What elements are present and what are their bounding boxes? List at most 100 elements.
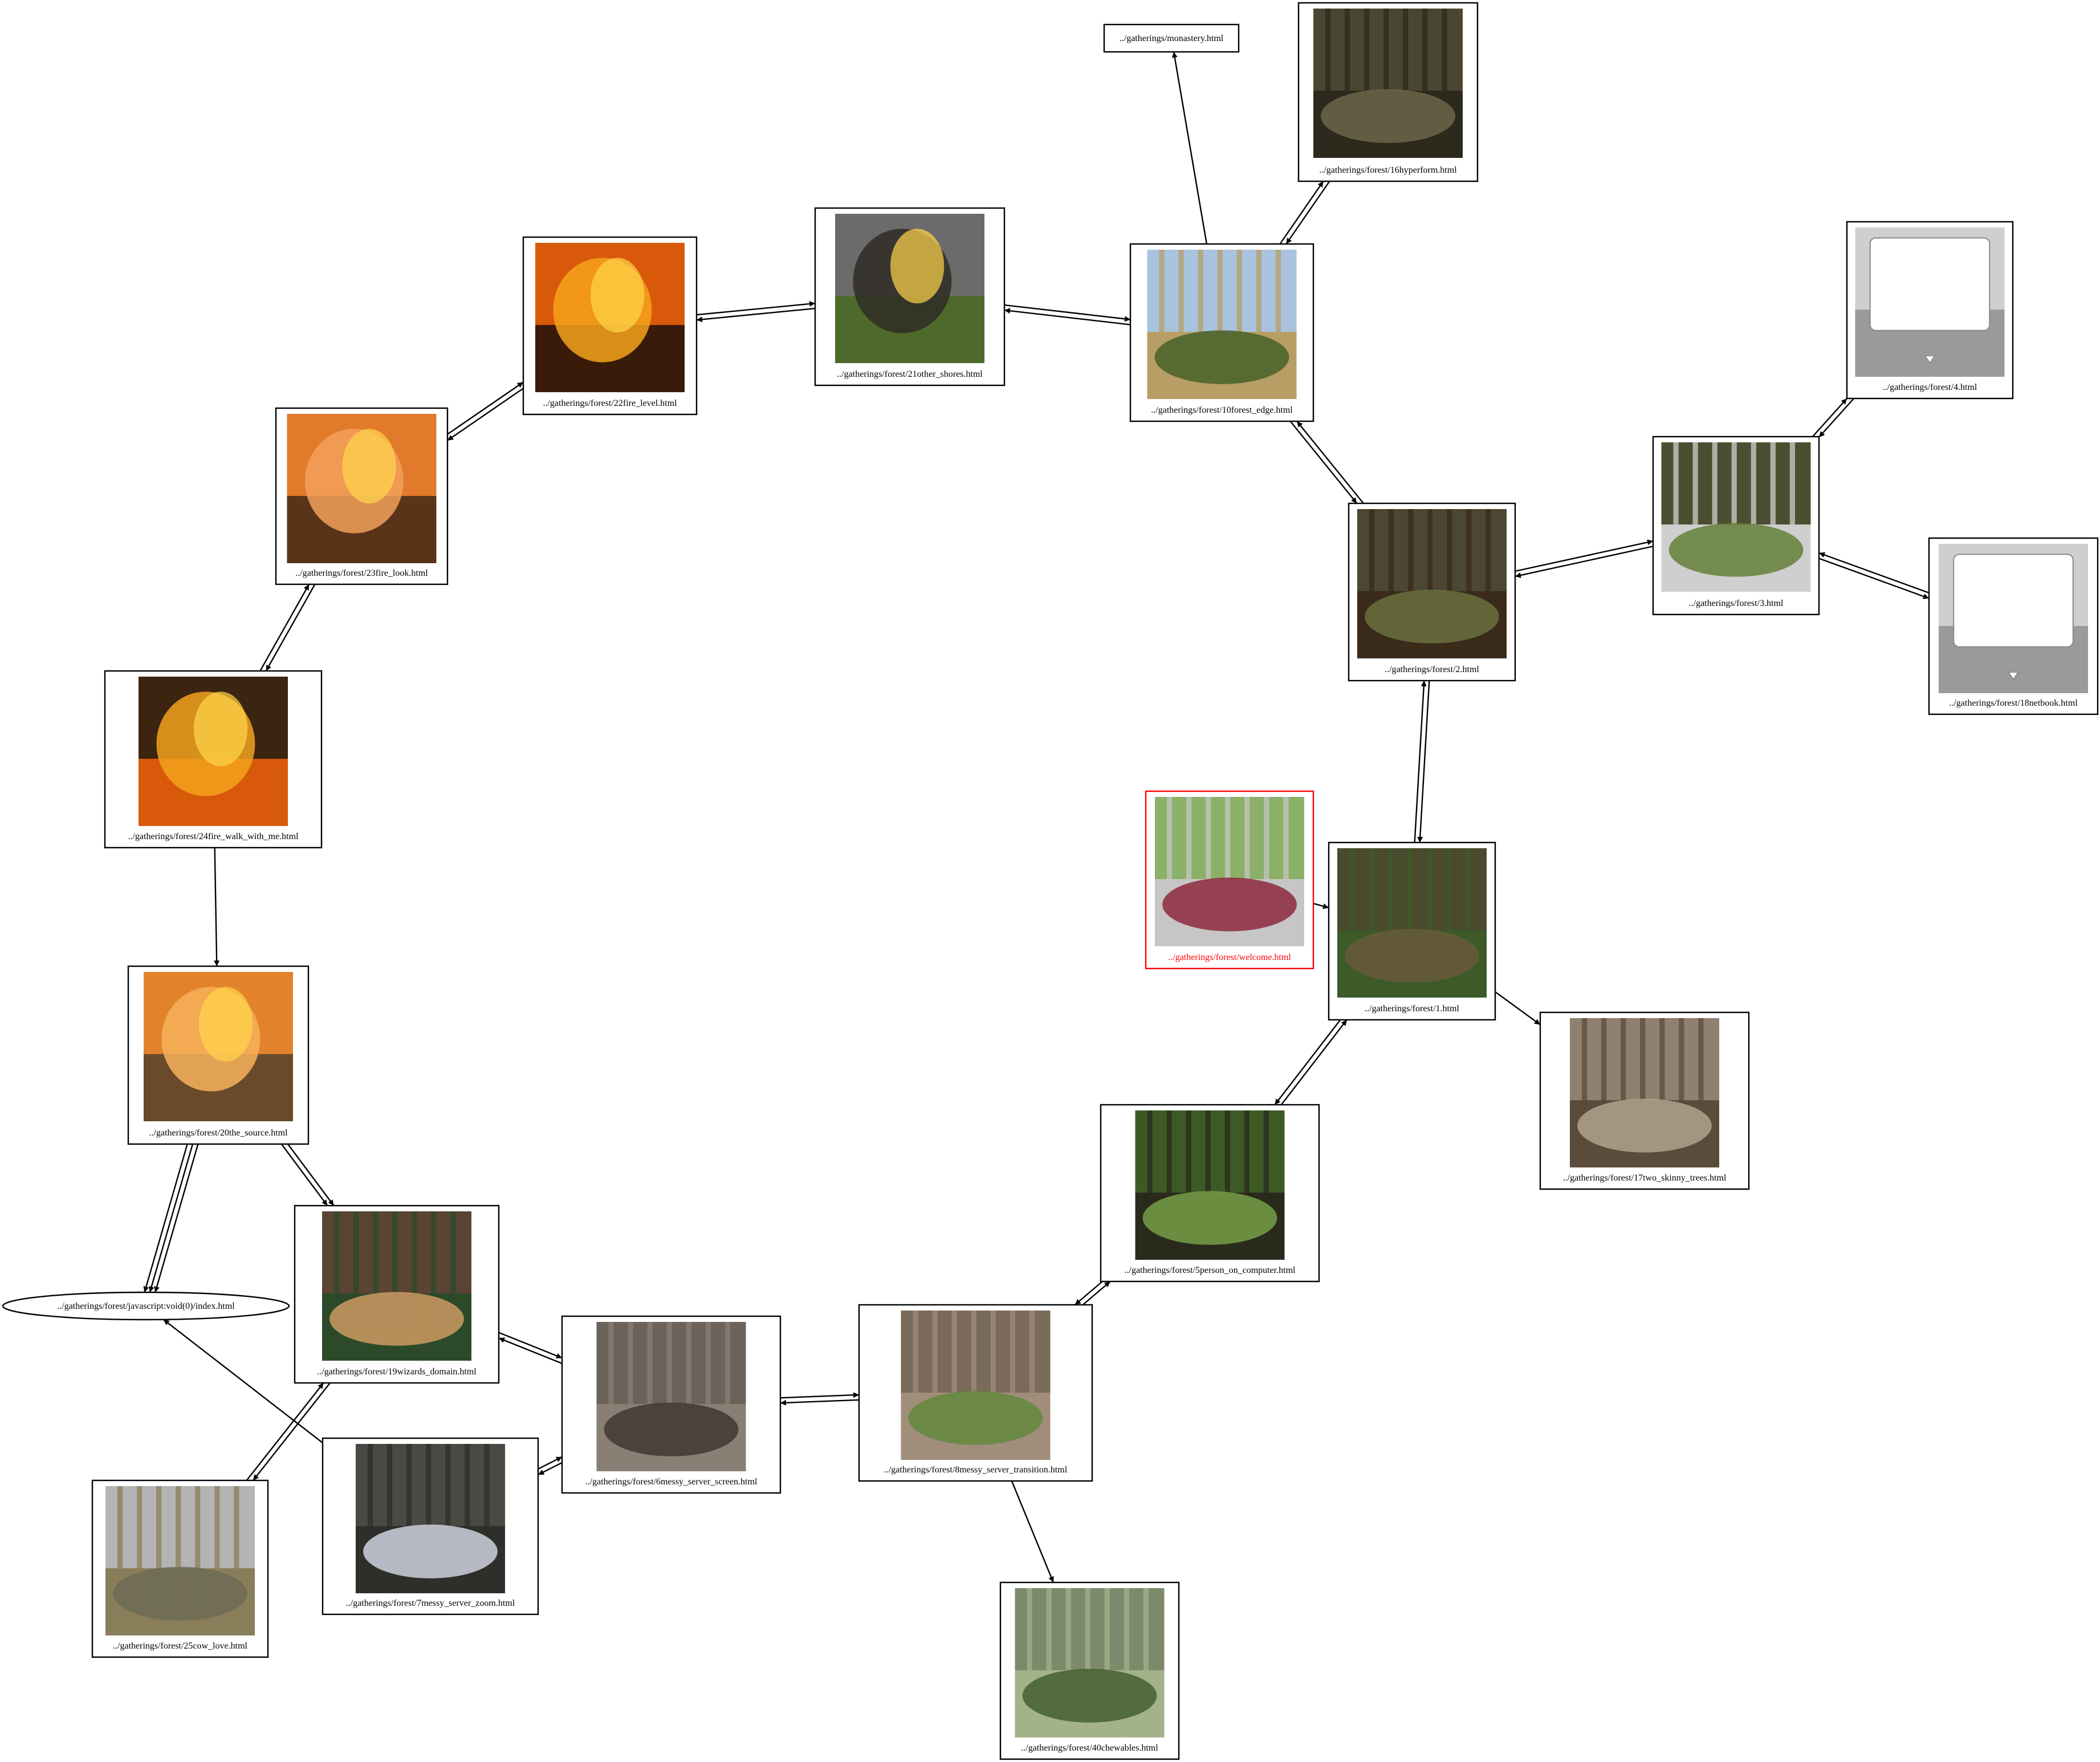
node-label: ../gatherings/forest/8messy_server_trans… <box>884 1465 1068 1475</box>
node-f4[interactable]: ../gatherings/forest/4.html <box>1846 221 2014 400</box>
green-mossy-woods-thumbnail <box>1015 1588 1165 1737</box>
edge-f10-to-f16 <box>1279 181 1324 245</box>
edge-f21-to-f10 <box>1004 304 1131 322</box>
edge-f6-to-f7 <box>538 1462 563 1476</box>
forest-tall-trees-thumbnail <box>1313 9 1463 158</box>
node-f40[interactable]: ../gatherings/forest/40chewables.html <box>999 1581 1180 1760</box>
node-f10[interactable]: ../gatherings/forest/10forest_edge.html <box>1129 243 1314 422</box>
edge-f6-to-f8 <box>780 1392 860 1399</box>
node-label: ../gatherings/forest/20the_source.html <box>149 1128 288 1138</box>
edge-f18-to-f3 <box>1818 552 1930 594</box>
edge-f22-to-f21 <box>696 301 816 316</box>
edge-f5-to-f8 <box>1074 1281 1103 1305</box>
edge-f20-to-js <box>143 1144 188 1293</box>
node-label: ../gatherings/forest/1.html <box>1365 1004 1459 1014</box>
forest-edge-field-thumbnail <box>1147 250 1297 399</box>
node-f21[interactable]: ../gatherings/forest/21other_shores.html <box>814 207 1006 386</box>
node-label: ../gatherings/forest/25cow_love.html <box>113 1641 248 1651</box>
edge-f24-to-f20 <box>214 847 220 967</box>
desk-with-computer-in-forest-thumbnail <box>1357 509 1507 658</box>
node-f25[interactable]: ../gatherings/forest/25cow_love.html <box>91 1479 269 1658</box>
node-f8[interactable]: ../gatherings/forest/8messy_server_trans… <box>858 1304 1093 1482</box>
node-label: ../gatherings/forest/2.html <box>1385 665 1479 674</box>
edge-f23-to-f24 <box>265 584 316 672</box>
node-label: ../gatherings/forest/23fire_look.html <box>295 568 428 578</box>
forest-floor-bench-thumbnail <box>1337 848 1487 998</box>
edge-f19-to-f6 <box>498 1332 563 1359</box>
node-f23[interactable]: ../gatherings/forest/23fire_look.html <box>275 407 449 585</box>
node-ellipse <box>2 1291 290 1321</box>
bare-winter-woods-thumbnail <box>1570 1018 1719 1167</box>
edge-f20-to-js <box>154 1144 199 1293</box>
node-label: ../gatherings/forest/21other_shores.html <box>837 369 983 379</box>
red-sign-by-road-thumbnail <box>1155 797 1304 946</box>
node-f22[interactable]: ../gatherings/forest/22fire_level.html <box>522 236 698 416</box>
node-label: ../gatherings/forest/19wizards_domain.ht… <box>317 1367 477 1377</box>
edge-f7-to-js <box>163 1319 323 1444</box>
node-label: ../gatherings/forest/6messy_server_scree… <box>585 1477 758 1487</box>
wildfire-smoke-hillside-thumbnail <box>835 214 984 363</box>
node-label: ../gatherings/forest/17two_skinny_trees.… <box>1563 1173 1727 1183</box>
node-label: ../gatherings/forest/3.html <box>1689 599 1784 608</box>
edge-f2-to-f10 <box>1296 421 1364 504</box>
node-label: ../gatherings/forest/16hyperform.html <box>1319 165 1457 175</box>
node-f20[interactable]: ../gatherings/forest/20the_source.html <box>127 965 310 1145</box>
node-label: ../gatherings/monastery.html <box>1120 34 1224 43</box>
edge-f20-to-f19 <box>280 1144 328 1206</box>
node-f16[interactable]: ../gatherings/forest/16hyperform.html <box>1297 2 1479 182</box>
edge-f4-to-f3 <box>1818 398 1855 438</box>
edge-f1-to-f17 <box>1495 991 1541 1026</box>
node-label: ../gatherings/forest/5person_on_computer… <box>1125 1265 1296 1275</box>
crt-monitor-screen-thumbnail <box>1939 544 2088 693</box>
node-f18[interactable]: ../gatherings/forest/18netbook.html <box>1928 537 2099 715</box>
node-label: ../gatherings/forest/18netbook.html <box>1949 698 2078 708</box>
edge-f6-to-f19 <box>498 1337 563 1365</box>
edge-f10-to-f21 <box>1004 308 1131 325</box>
node-f6[interactable]: ../gatherings/forest/6messy_server_scree… <box>561 1315 782 1494</box>
node-f17[interactable]: ../gatherings/forest/17two_skinny_trees.… <box>1539 1011 1750 1190</box>
edge-f3-to-f4 <box>1812 398 1847 437</box>
node-js[interactable]: ../gatherings/forest/javascript:void(0)/… <box>2 1291 290 1321</box>
node-f2[interactable]: ../gatherings/forest/2.html <box>1348 502 1516 682</box>
edge-f1-to-f5 <box>1274 1019 1341 1105</box>
edge-f8-to-f5 <box>1082 1281 1111 1305</box>
node-f5[interactable]: ../gatherings/forest/5person_on_computer… <box>1100 1104 1320 1283</box>
edge-f1-to-f2 <box>1414 680 1427 843</box>
edge-f19-to-f25 <box>253 1382 331 1481</box>
living-room-christmas-tree-thumbnail <box>322 1211 471 1361</box>
computers-on-mossy-stump-thumbnail <box>1661 442 1811 592</box>
monitor-in-server-room-thumbnail <box>356 1444 505 1593</box>
edge-f3-to-f18 <box>1818 558 1930 599</box>
ferns-and-computer-thumbnail <box>1135 1110 1285 1260</box>
node-monastery[interactable]: ../gatherings/monastery.html <box>1103 23 1240 53</box>
node-welcome[interactable]: ../gatherings/forest/welcome.html <box>1145 790 1314 970</box>
node-label: ../gatherings/forest/40chewables.html <box>1021 1743 1158 1753</box>
node-label: ../gatherings/forest/10forest_edge.html <box>1151 405 1293 415</box>
burning-living-room-thumbnail <box>144 972 293 1121</box>
burnt-server-room-thumbnail <box>596 1322 746 1471</box>
node-label: ../gatherings/forest/javascript:void(0)/… <box>57 1301 235 1311</box>
node-label: ../gatherings/forest/24fire_walk_with_me… <box>128 832 299 841</box>
node-f24[interactable]: ../gatherings/forest/24fire_walk_with_me… <box>104 670 323 849</box>
orange-burnt-forest-thumbnail <box>287 414 437 563</box>
node-label: ../gatherings/forest/22fire_level.html <box>543 398 677 408</box>
node-f1[interactable]: ../gatherings/forest/1.html <box>1328 841 1496 1021</box>
node-f7[interactable]: ../gatherings/forest/7messy_server_zoom.… <box>321 1437 539 1615</box>
burning-house-thumbnail <box>139 677 288 826</box>
edge-f2-to-f1 <box>1417 680 1430 843</box>
edge-f8-to-f6 <box>780 1399 860 1406</box>
node-label: ../gatherings/forest/4.html <box>1883 382 1977 392</box>
node-label: ../gatherings/forest/7messy_server_zoom.… <box>346 1598 515 1608</box>
power-lines-field-thumbnail <box>105 1486 255 1635</box>
node-frame <box>1103 23 1240 53</box>
edge-f8-to-f40 <box>1011 1480 1055 1583</box>
edge-f10-to-monastery <box>1171 51 1208 245</box>
edge-f21-to-f22 <box>696 307 816 323</box>
node-f3[interactable]: ../gatherings/forest/3.html <box>1652 436 1820 616</box>
crt-monitor-screen-thumbnail <box>1855 227 2005 377</box>
edge-f24-to-f23 <box>259 584 310 672</box>
edge-welcome-to-f1 <box>1313 902 1329 909</box>
node-f19[interactable]: ../gatherings/forest/19wizards_domain.ht… <box>294 1204 500 1384</box>
